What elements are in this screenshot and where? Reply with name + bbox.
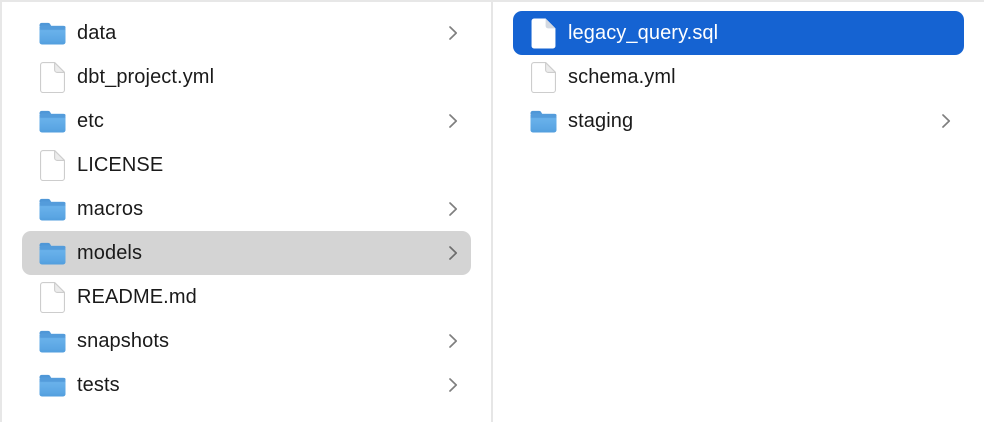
folder-icon bbox=[37, 197, 67, 222]
document-icon bbox=[37, 61, 67, 93]
file-name-label: models bbox=[77, 241, 143, 264]
file-row-snapshots[interactable]: snapshots bbox=[22, 319, 471, 363]
document-icon bbox=[528, 18, 558, 49]
chevron-right-icon bbox=[448, 245, 458, 261]
file-name-label: tests bbox=[77, 373, 120, 396]
file-name-label: schema.yml bbox=[568, 65, 676, 88]
file-name-label: macros bbox=[77, 197, 144, 220]
folder-icon bbox=[37, 329, 67, 354]
finder-column-models-parent: data dbt_project.yml bbox=[2, 2, 493, 422]
document-icon bbox=[528, 61, 558, 93]
file-name-label: staging bbox=[568, 109, 634, 132]
folder-icon bbox=[37, 21, 67, 46]
folder-icon bbox=[37, 373, 67, 398]
chevron-right-icon bbox=[448, 201, 458, 217]
file-row-etc[interactable]: etc bbox=[22, 99, 471, 143]
chevron-right-icon bbox=[941, 113, 951, 129]
file-row-macros[interactable]: macros bbox=[22, 187, 471, 231]
finder-column-models-contents: legacy_query.sql schema.yml bbox=[493, 2, 984, 422]
chevron-right-icon bbox=[448, 333, 458, 349]
file-row-dbt_project.yml[interactable]: dbt_project.yml bbox=[22, 55, 471, 99]
file-name-label: snapshots bbox=[77, 329, 170, 352]
chevron-right-icon bbox=[448, 377, 458, 393]
file-name-label: legacy_query.sql bbox=[568, 21, 719, 44]
chevron-right-icon bbox=[448, 113, 458, 129]
document-icon bbox=[37, 281, 67, 313]
folder-icon bbox=[37, 241, 67, 266]
folder-icon bbox=[37, 109, 67, 134]
file-row-data[interactable]: data bbox=[22, 11, 471, 55]
file-row-LICENSE[interactable]: LICENSE bbox=[22, 143, 471, 187]
file-name-label: etc bbox=[77, 109, 104, 132]
folder-icon bbox=[528, 109, 558, 134]
file-name-label: LICENSE bbox=[77, 153, 164, 176]
file-row-tests[interactable]: tests bbox=[22, 363, 471, 407]
file-row-schema.yml[interactable]: schema.yml bbox=[513, 55, 964, 99]
file-row-staging[interactable]: staging bbox=[513, 99, 964, 143]
file-name-label: dbt_project.yml bbox=[77, 65, 215, 88]
file-row-models[interactable]: models bbox=[22, 231, 471, 275]
chevron-right-icon bbox=[448, 25, 458, 41]
file-row-README.md[interactable]: README.md bbox=[22, 275, 471, 319]
file-name-label: README.md bbox=[77, 285, 197, 308]
file-name-label: data bbox=[77, 21, 117, 44]
document-icon bbox=[37, 149, 67, 181]
file-row-legacy_query.sql[interactable]: legacy_query.sql bbox=[513, 11, 964, 55]
